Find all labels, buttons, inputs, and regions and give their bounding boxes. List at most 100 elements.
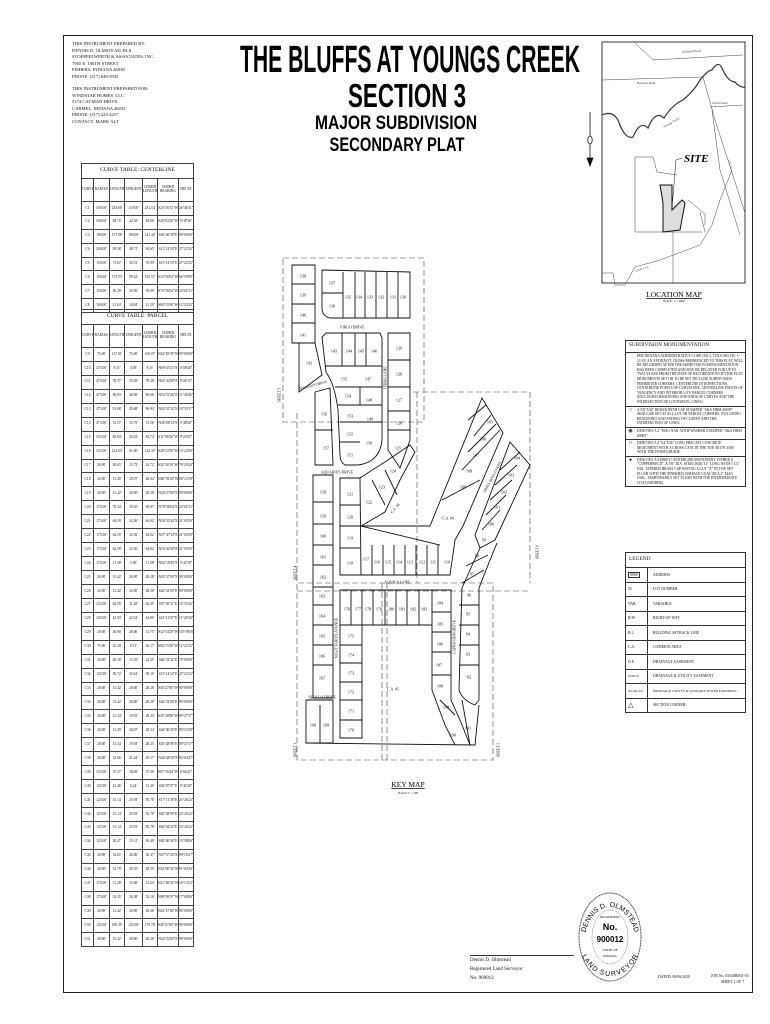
centerline-monument-icon: ●	[628, 457, 633, 463]
lot-number-label: 160	[320, 534, 326, 539]
lot-number-label: 101	[494, 505, 500, 510]
lot-number-label: 163	[319, 594, 325, 599]
curve-cell: 90°00'00"	[177, 486, 195, 502]
lot-number-label: 93	[466, 652, 470, 657]
sheet-boundaries	[282, 257, 531, 761]
lot-number-label: 102	[501, 490, 507, 495]
seal-registered: REGISTERED	[600, 915, 620, 919]
surveyor-name: Dennis D. Olmstead	[470, 958, 511, 963]
lot-number-label: 190	[450, 733, 456, 738]
lot-number-label: 126	[396, 421, 402, 426]
lot-number-label: 162	[320, 575, 326, 580]
lot-number-label: 186	[437, 642, 443, 647]
lot-number-label: 95	[466, 612, 470, 617]
curve-cell: C16	[81, 444, 94, 460]
lot-number-label: 155	[341, 377, 347, 382]
legend-key: 25	[626, 582, 648, 596]
curve-cell: S32°56'19"W	[157, 458, 179, 474]
column-header: TANGENT	[124, 178, 143, 202]
curve-cell: 21°04'59"	[177, 542, 195, 558]
lot-number-label: 185	[437, 622, 443, 627]
lot-number-label: 113	[407, 560, 413, 565]
column-header: CHORD BEARING	[157, 324, 179, 348]
sheet-reference-label: SHEET 3	[294, 743, 298, 758]
road-line	[711, 109, 741, 236]
lot-number-label: 136	[329, 304, 335, 309]
prepared-by-line: PHONE: (317) 849-5935	[72, 73, 119, 79]
street-label: VIRGO DRIVE	[340, 326, 365, 330]
street-label: CAPRICORN DRIVE	[453, 619, 457, 654]
seal-state: INDIANA	[603, 954, 617, 958]
lot-number-label: 121	[347, 492, 353, 497]
location-map: Jefferson Road Hospital Road Youngs Cree…	[601, 41, 746, 303]
sheet-reference-label: SHEET 2	[497, 743, 501, 758]
lot-number-label: 104	[514, 456, 521, 461]
prepared-for-line: THIS INSTRUMENT PREPARED FOR:	[72, 86, 149, 91]
lot-number-label: 161	[320, 555, 326, 560]
legend-key: B.L.	[626, 626, 648, 640]
curve-cell: N44°49'39"W	[157, 347, 179, 362]
legend-desc: LOT NUMBER	[653, 587, 678, 592]
surveyor-signature-block: Dennis D. Olmstead Registered Land Surve…	[470, 955, 574, 983]
sheet-number: SHEET 1 OF 7	[721, 980, 745, 984]
lot-number-label: 149	[367, 417, 373, 422]
lot-number-label: 187	[436, 663, 442, 668]
lot-number-label: 153	[347, 414, 353, 419]
curve-cell: 9°26'15"	[177, 374, 195, 390]
prepared-for-block: THIS INSTRUMENT PREPARED FOR: WINDSTAR H…	[72, 86, 148, 125]
lot-number-label: 182	[410, 607, 416, 612]
lot-number-label: 100	[488, 522, 494, 527]
legend-key: R/W	[626, 611, 648, 625]
curve-cell: 76°20'44"	[177, 458, 195, 474]
curve-cell: 11°26'30"	[177, 611, 195, 627]
monumentation-item: A 5/8"X30" REBAR WITH CAP STAMPED "S&A F…	[637, 407, 741, 426]
lot-number-label: 142	[306, 361, 312, 366]
curve-cell: 15.79'	[124, 416, 143, 432]
key-map-scale: SCALE: 1" = 200'	[398, 792, 419, 795]
legend-desc: VARIABLE	[653, 601, 672, 606]
column-header: CHORD LENGTH	[142, 178, 158, 202]
curve-cell: 94°04'47"	[177, 751, 195, 767]
curve-cell: 122.35'	[142, 444, 158, 460]
legend-desc: ADDRESS	[653, 572, 671, 577]
lot-number-label: 115	[385, 560, 391, 565]
concrete-monument-square-icon: □	[628, 441, 633, 447]
curve-cell: N69°45'41"E	[157, 360, 179, 376]
lot-number-label: 120	[347, 515, 353, 520]
curve-cell: N44°27'00"E	[157, 486, 179, 502]
lot-number-label: 123	[379, 485, 385, 490]
lot-number-label: 97	[470, 572, 474, 577]
prepared-for-line: WINDSTAR HOMES, LLC	[72, 92, 125, 98]
lot-number-label: 128	[396, 372, 402, 377]
youngs-creek-line	[601, 63, 746, 138]
lot-number-label: 129	[396, 346, 402, 351]
surveyor-number: No. 900012	[470, 976, 494, 981]
lot-number-label: 138	[300, 274, 306, 279]
street-label: C.A. #5	[387, 688, 399, 692]
lot-number-label: 145	[358, 349, 364, 354]
sheet-reference-label: SHEET 6	[536, 545, 540, 560]
lot-number-label: 92	[467, 675, 471, 680]
lot-number-label: 168	[310, 723, 316, 728]
south-street-line	[709, 104, 744, 108]
lot-number-label: 130	[400, 295, 406, 300]
title-line-3: MAJOR SUBDIVISION	[315, 113, 477, 134]
lot-number-label: 188	[437, 684, 443, 689]
legend-desc: SECTION CORNER	[653, 703, 686, 708]
legend-key: D.&U.E.	[626, 669, 648, 683]
lot-number-label: 133	[367, 295, 373, 300]
lot-number-label: 132	[378, 295, 384, 300]
curve-cell: 90°00'00"	[177, 347, 195, 362]
lot-number-label: 103	[508, 473, 514, 478]
lot-number-label: 125	[395, 446, 401, 451]
legend-key: 0000	[628, 571, 640, 578]
location-map-frame	[601, 41, 746, 284]
lot-number-label: 147	[365, 377, 371, 382]
